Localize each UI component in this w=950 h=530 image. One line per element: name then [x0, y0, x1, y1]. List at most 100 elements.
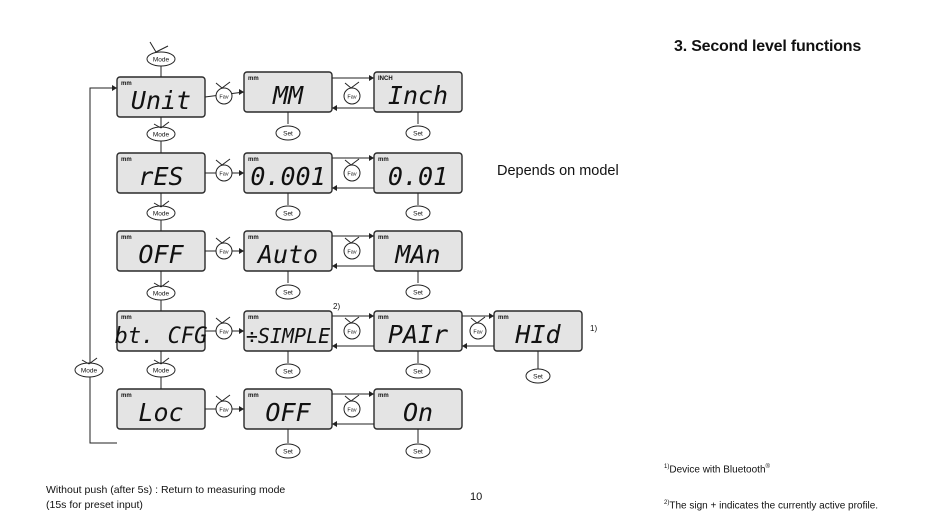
mode-button-4[interactable]: Mode [146, 357, 176, 378]
mode-button-2[interactable]: Mode [146, 200, 176, 221]
mode-button-left[interactable]: Mode [74, 357, 104, 378]
footnote-1: 1)Device with Bluetooth® [664, 464, 770, 475]
set-buttons: Set Set Set Set Set Set Set Set [275, 125, 551, 459]
set-button-label: Set [283, 290, 293, 297]
fav-button-label: Fav [347, 95, 356, 101]
lcd-inch-text: Inch [388, 81, 448, 110]
depends-on-model-note: Depends on model [497, 163, 619, 179]
set-button-label: Set [283, 449, 293, 456]
fav-buttons: Fav Fav Fav Fav Fav Fav [215, 81, 487, 418]
lcd-simple-text: ÷SIMPLE [246, 324, 330, 348]
fav-button-label: Fav [347, 408, 356, 414]
set-button-label: Set [533, 374, 543, 381]
set-button-label: Set [413, 290, 423, 297]
registered-mark: ® [765, 464, 770, 470]
lcd-res-coarse-text: 0.01 [388, 162, 448, 191]
lcd-bt-cfg-text: bt. CFG [115, 324, 208, 349]
set-button-label: Set [413, 369, 423, 376]
row-res: mm rES mm 0.001 mm 0.01 [116, 152, 463, 194]
lcd-inch-units: INCH [378, 76, 393, 82]
set-button-inch[interactable]: Set [405, 125, 431, 141]
set-button-label: Set [413, 211, 423, 218]
lcd-auto-units: mm [248, 235, 259, 241]
fav-button-pair-hid[interactable]: Fav [469, 316, 487, 340]
mode-button-label: Mode [153, 291, 170, 298]
set-button-man[interactable]: Set [405, 284, 431, 300]
lcd-loc-text: Loc [138, 398, 183, 427]
mode-button-label: Mode [153, 211, 170, 218]
fav-button-label: Fav [473, 330, 482, 336]
mode-button-3[interactable]: Mode [146, 280, 176, 301]
set-button-label: Set [283, 131, 293, 138]
lcd-res-units: mm [121, 157, 132, 163]
set-button-pair[interactable]: Set [405, 363, 431, 379]
set-button-res-coarse[interactable]: Set [405, 205, 431, 221]
fav-button-unit[interactable]: Fav [215, 81, 233, 105]
lcd-res-fine-units: mm [248, 157, 259, 163]
fav-button-auto-man[interactable]: Fav [343, 236, 361, 260]
mode-button-top[interactable]: Mode [146, 41, 176, 67]
footer-note: Without push (after 5s) : Return to meas… [46, 483, 285, 513]
lcd-unit-text: Unit [131, 86, 191, 115]
lcd-simple-units: mm [248, 315, 259, 321]
lcd-loc-on-units: mm [378, 393, 389, 399]
mode-button-1[interactable]: Mode [146, 121, 176, 142]
fav-button-bt-cfg[interactable]: Fav [215, 316, 233, 340]
lcd-loc-off-units: mm [248, 393, 259, 399]
lcd-off-units: mm [121, 235, 132, 241]
fav-button-label: Fav [219, 95, 228, 101]
lcd-loc-off-text: OFF [265, 398, 311, 427]
footnote-marker-2: 2) [333, 302, 340, 311]
fav-button-off-on[interactable]: Fav [343, 394, 361, 418]
set-button-loc-off[interactable]: Set [275, 443, 301, 459]
mode-button-label: Mode [81, 368, 98, 375]
footnote-1-text: Device with Bluetooth [669, 464, 766, 476]
mode-button-label: Mode [153, 368, 170, 375]
footer-line-1: Without push (after 5s) : Return to meas… [46, 484, 286, 496]
fav-button-label: Fav [219, 330, 228, 336]
mode-button-label: Mode [153, 132, 170, 139]
footnote-2: 2)The sign + indicates the currently act… [664, 500, 878, 511]
fav-button-res[interactable]: Fav [215, 158, 233, 182]
set-button-label: Set [283, 211, 293, 218]
set-button-label: Set [413, 131, 423, 138]
set-button-res-fine[interactable]: Set [275, 205, 301, 221]
row-unit: mm Unit mm MM INCH Inch [116, 71, 463, 118]
lcd-bt-cfg-units: mm [121, 315, 132, 321]
lcd-hid-text: HId [514, 320, 561, 349]
set-button-label: Set [413, 449, 423, 456]
page-number: 10 [470, 491, 483, 503]
mode-button-label: Mode [153, 57, 170, 64]
set-button-simple[interactable]: Set [275, 363, 301, 379]
lcd-pair-units: mm [378, 315, 389, 321]
lcd-off-text: OFF [138, 240, 184, 269]
row-off: mm OFF mm Auto mm MAn [116, 230, 463, 272]
fav-button-label: Fav [347, 330, 356, 336]
set-button-loc-on[interactable]: Set [405, 443, 431, 459]
fav-button-loc[interactable]: Fav [215, 394, 233, 418]
fav-button-mm-inch[interactable]: Fav [343, 81, 361, 105]
lcd-man-text: MAn [394, 240, 440, 269]
fav-button-simple-pair[interactable]: Fav [343, 316, 361, 340]
footnote-1-number: 1) [664, 464, 670, 470]
lcd-mm-units: mm [248, 76, 259, 82]
mode-buttons: Mode Mode Mode Mode Mode Mode [74, 41, 176, 378]
row-loc: mm Loc mm OFF mm On [116, 388, 463, 430]
lcd-auto-text: Auto [256, 240, 318, 269]
footnote-2-text: The sign + indicates the currently activ… [669, 500, 879, 512]
lcd-hid-units: mm [498, 315, 509, 321]
fav-button-label: Fav [347, 250, 356, 256]
lcd-man-units: mm [378, 235, 389, 241]
fav-button-off[interactable]: Fav [215, 236, 233, 260]
lcd-loc-units: mm [121, 393, 132, 399]
lcd-res-text: rES [138, 162, 183, 191]
set-button-auto[interactable]: Set [275, 284, 301, 300]
fav-button-label: Fav [219, 408, 228, 414]
page-title: 3. Second level functions [674, 38, 862, 55]
lcd-res-fine-text: 0.001 [250, 162, 325, 191]
lcd-mm-text: MM [272, 81, 304, 110]
set-button-hid[interactable]: Set [525, 368, 551, 384]
fav-button-res-values[interactable]: Fav [343, 158, 361, 182]
set-button-mm[interactable]: Set [275, 125, 301, 141]
